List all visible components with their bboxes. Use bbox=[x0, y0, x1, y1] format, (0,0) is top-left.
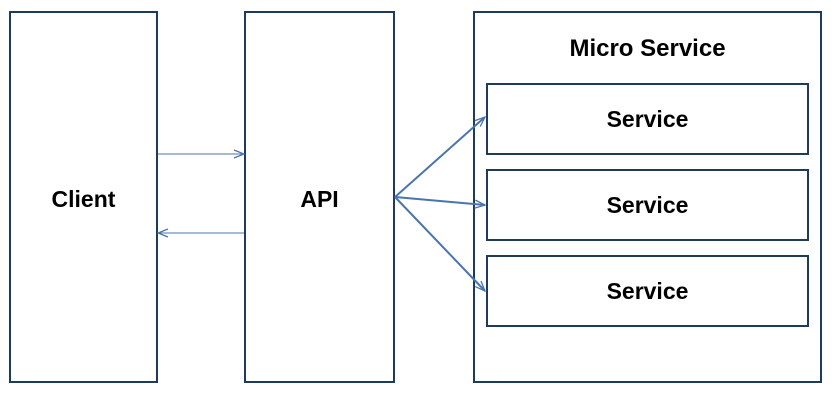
service-label-2: Service bbox=[606, 192, 689, 218]
client-box: Client bbox=[9, 11, 158, 383]
api-box: API bbox=[244, 11, 395, 383]
service-box-2: Service bbox=[486, 169, 809, 241]
api-to-service-2-arrow bbox=[394, 196, 485, 205]
api-label: API bbox=[300, 186, 339, 212]
api-to-service-3-arrow bbox=[394, 196, 485, 291]
service-box-3: Service bbox=[486, 255, 809, 327]
client-label: Client bbox=[51, 186, 116, 212]
api-to-service-1-arrow bbox=[394, 117, 485, 198]
service-label-1: Service bbox=[606, 106, 689, 132]
micro-service-container: Micro Service Service Service Service bbox=[473, 11, 822, 383]
service-box-1: Service bbox=[486, 83, 809, 155]
micro-service-title: Micro Service bbox=[569, 35, 726, 62]
service-label-3: Service bbox=[606, 278, 689, 304]
